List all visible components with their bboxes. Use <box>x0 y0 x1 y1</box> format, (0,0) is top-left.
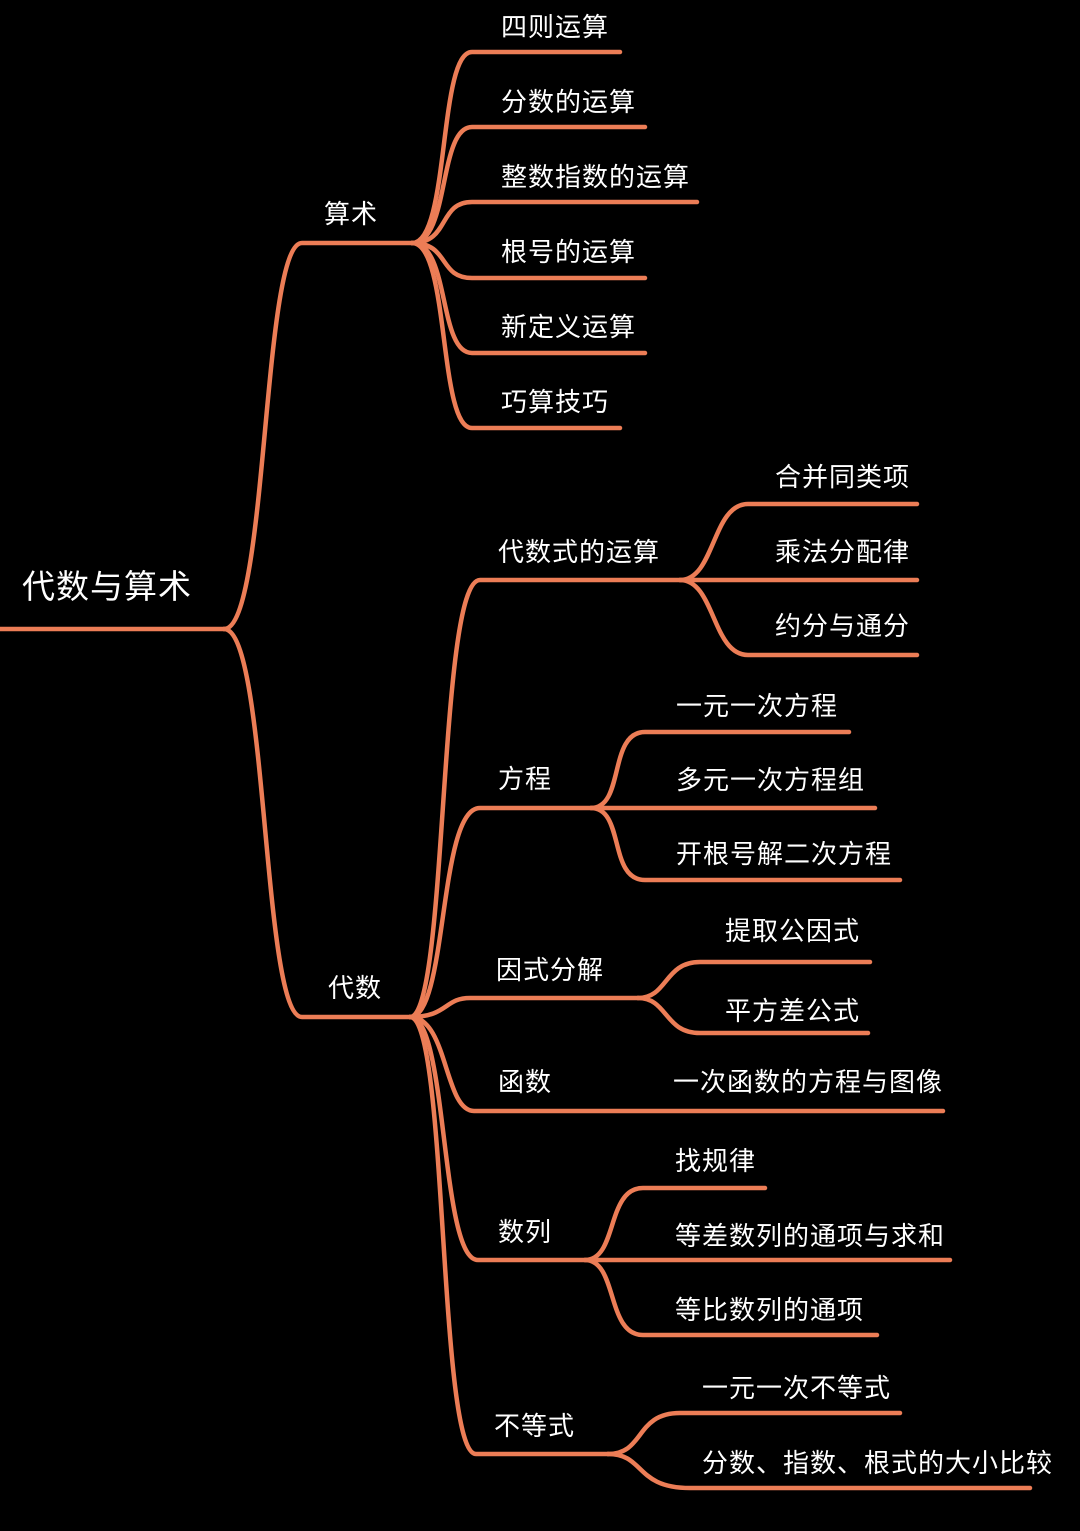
node-difference-of-squares[interactable]: 平方差公式 <box>725 997 861 1027</box>
edge-fraction-operations <box>409 124 648 246</box>
node-arithmetic-sequence[interactable]: 等差数列的通项与求和 <box>675 1222 946 1252</box>
node-linear-inequality[interactable]: 一元一次不等式 <box>702 1374 892 1404</box>
node-smart-calculation[interactable]: 巧算技巧 <box>501 388 610 418</box>
edge-algebra <box>221 626 413 1020</box>
node-integer-exponent[interactable]: 整数指数的运算 <box>501 163 691 193</box>
node-sqrt-quadratic[interactable]: 开根号解二次方程 <box>676 840 893 870</box>
edge-combine-like-terms <box>677 501 920 583</box>
edge-integer-exponent <box>409 199 700 246</box>
node-distributive-law[interactable]: 乘法分配律 <box>775 538 911 568</box>
node-size-comparison[interactable]: 分数、指数、根式的大小比较 <box>702 1449 1054 1479</box>
node-factorization[interactable]: 因式分解 <box>496 956 605 986</box>
node-common-factor[interactable]: 提取公因式 <box>725 917 861 947</box>
node-geometric-sequence[interactable]: 等比数列的通项 <box>675 1296 865 1326</box>
node-inequalities[interactable]: 不等式 <box>494 1412 576 1442</box>
node-algebraic-expression[interactable]: 代数式的运算 <box>498 538 661 568</box>
node-algebra[interactable]: 代数 <box>328 974 383 1004</box>
node-root[interactable]: 代数与算术 <box>22 567 192 606</box>
node-combine-like-terms[interactable]: 合并同类项 <box>775 463 911 493</box>
edge-linear-equation <box>588 729 852 811</box>
edge-common-factor <box>635 959 873 1001</box>
edge-inequalities <box>407 1014 611 1457</box>
node-linear-equation[interactable]: 一元一次方程 <box>676 692 839 722</box>
edge-sqrt-quadratic <box>588 805 903 883</box>
edge-factorization <box>407 995 641 1020</box>
edge-functions <box>407 1014 946 1114</box>
node-functions[interactable]: 函数 <box>498 1068 553 1098</box>
node-fraction-operations[interactable]: 分数的运算 <box>501 88 637 118</box>
edge-geometric-sequence <box>582 1257 880 1338</box>
node-equations[interactable]: 方程 <box>498 765 553 795</box>
node-new-defined-operations[interactable]: 新定义运算 <box>501 313 637 343</box>
edge-equations <box>407 805 878 1020</box>
node-linear-function-graph[interactable]: 一次函数的方程与图像 <box>673 1068 944 1098</box>
edge-size-comparison <box>605 1451 1033 1491</box>
node-system-linear-equations[interactable]: 多元一次方程组 <box>676 766 866 796</box>
edge-difference-of-squares <box>635 995 871 1036</box>
node-radical-operations[interactable]: 根号的运算 <box>501 238 637 268</box>
edge-sequences <box>407 1014 953 1263</box>
edge-four-operations <box>409 49 623 246</box>
node-find-pattern[interactable]: 找规律 <box>675 1147 757 1177</box>
node-arithmetic[interactable]: 算术 <box>324 200 379 230</box>
edge-linear-inequality <box>605 1410 903 1457</box>
edge-arithmetic <box>221 240 415 632</box>
node-sequences[interactable]: 数列 <box>498 1218 553 1248</box>
edge-reduce-common-denominator <box>677 577 920 658</box>
edge-find-pattern <box>582 1185 768 1263</box>
edge-algebraic-expression <box>407 577 920 1020</box>
node-four-operations[interactable]: 四则运算 <box>501 13 610 43</box>
edge-smart-calculation <box>409 240 623 431</box>
node-reduce-common-denominator[interactable]: 约分与通分 <box>775 612 911 642</box>
